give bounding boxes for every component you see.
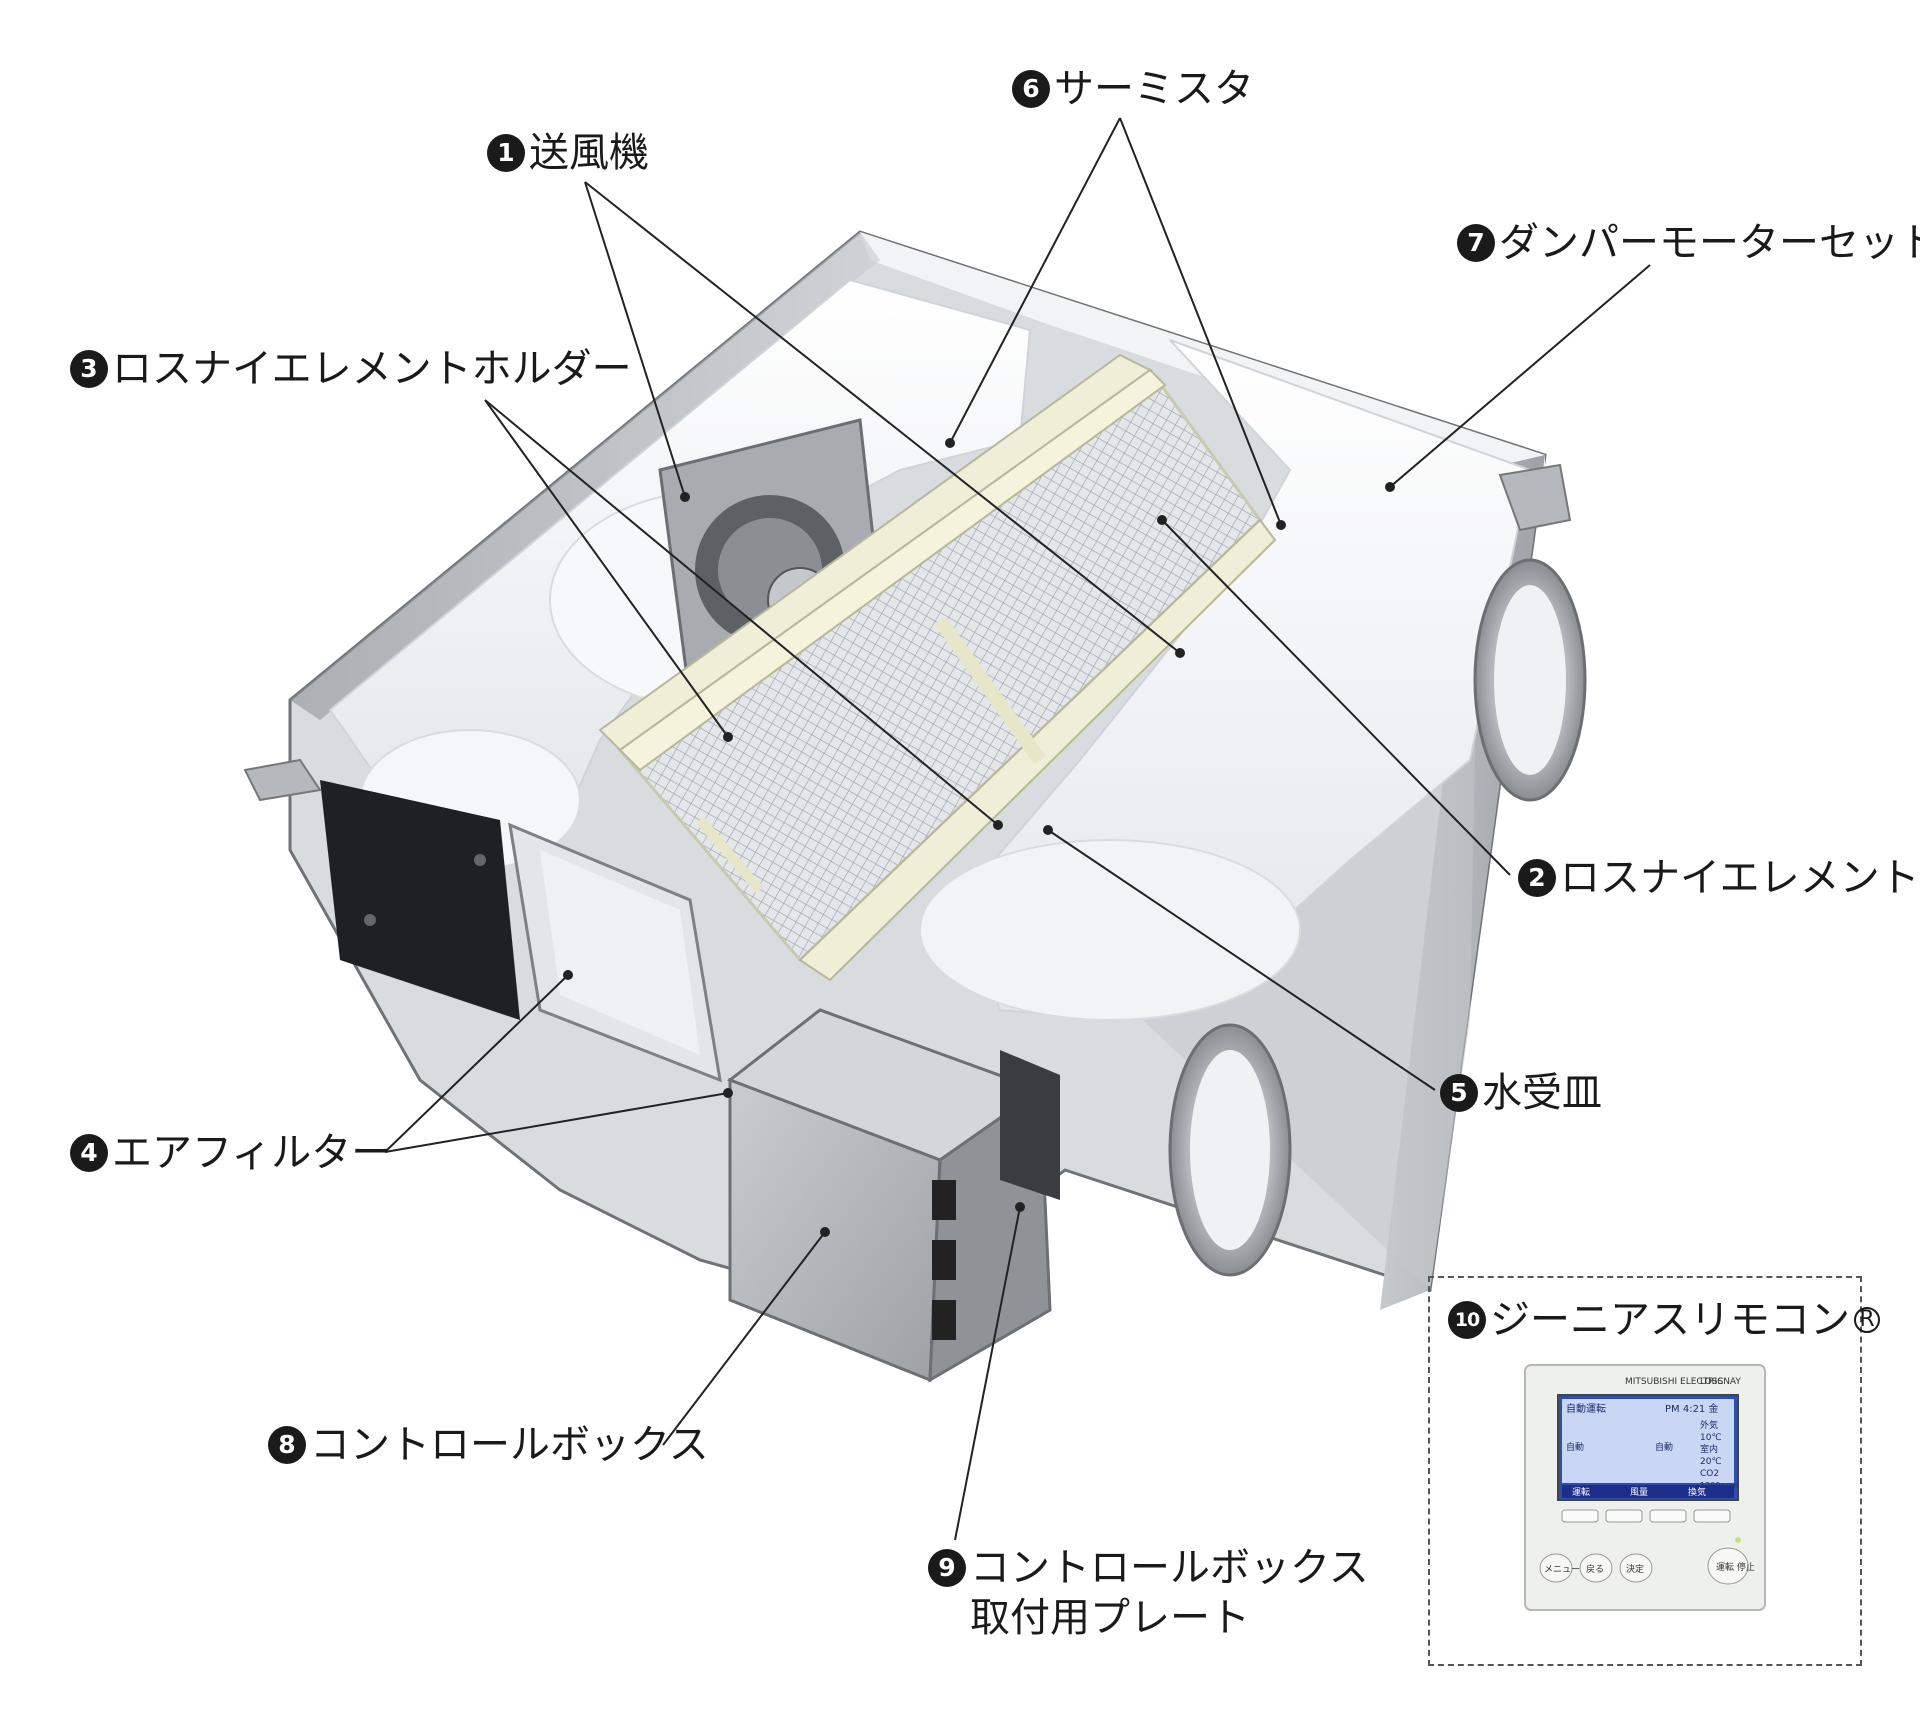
remote-button-back: 戻る <box>1586 1563 1604 1575</box>
part-number-7: 7 <box>1457 224 1495 262</box>
part-number-1: 1 <box>487 134 525 172</box>
leader-lines <box>384 117 1651 1541</box>
remote-button-power: 運転 停止 <box>1716 1561 1755 1573</box>
screen-auto-1: 自動 <box>1566 1441 1584 1453</box>
remote-logo: LOSSNAY <box>1700 1377 1741 1387</box>
part-number-9: 9 <box>928 1549 966 1587</box>
remote-brand: MITSUBISHI ELECTRIC <box>1625 1377 1723 1387</box>
part-label-3: 3 ロスナイエレメントホルダー <box>70 346 632 392</box>
part-label-5: 5 水受皿 <box>1440 1070 1602 1116</box>
part-name-thermistor: サーミスタ <box>1054 66 1254 112</box>
screen-room-temp: 20℃ <box>1700 1457 1722 1467</box>
remote-callout-frame <box>1428 1276 1862 1666</box>
remote-button-menu: メニュー <box>1544 1565 1580 1575</box>
screen-tab-2: 風量 <box>1630 1487 1648 1498</box>
part-label-2: 2 ロスナイエレメント <box>1518 855 1920 901</box>
part-name-blower: 送風機 <box>529 130 649 176</box>
part-name-drain-pan: 水受皿 <box>1482 1070 1602 1116</box>
remote-controller: MITSUBISHI ELECTRIC LOSSNAY 自動運転 PM 4:21… <box>1524 1364 1766 1611</box>
part-number-8: 8 <box>268 1426 306 1464</box>
part-name-genius-remote: ジーニアスリモコン <box>1490 1297 1850 1343</box>
side-access-panel <box>243 758 520 1020</box>
leader-dots <box>563 438 1395 1237</box>
part-name-control-box-2: コントロールボックス <box>970 1545 1369 1591</box>
part-label-10: 10 ジーニアスリモコン R <box>1448 1297 1880 1343</box>
part-number-4: 4 <box>70 1134 108 1172</box>
part-name-air-filter: エアフィルター <box>112 1130 392 1176</box>
part-name-mounting-plate: 取付用プレート <box>970 1595 1250 1641</box>
screen-mode: 自動運転 <box>1566 1402 1606 1415</box>
screen-co2-label: CO2 <box>1700 1469 1719 1479</box>
registered-mark-icon: R <box>1854 1307 1880 1333</box>
part-number-10: 10 <box>1448 1301 1486 1339</box>
screen-outside-label: 外気 <box>1700 1419 1718 1431</box>
screen-tab-3: 換気 <box>1688 1486 1706 1498</box>
screen-outside-temp: 10℃ <box>1700 1433 1722 1443</box>
air-filter <box>508 822 722 1083</box>
part-name-element-holder: ロスナイエレメントホルダー <box>112 346 632 392</box>
screen-auto-2: 自動 <box>1655 1441 1673 1453</box>
part-name-damper-motor-set: ダンパーモーターセット <box>1499 220 1920 266</box>
part-label-8: 8 コントロールボックス <box>268 1422 709 1468</box>
part-name-lossnay-element: ロスナイエレメント <box>1560 855 1920 901</box>
part-number-2: 2 <box>1518 859 1556 897</box>
screen-tab-1: 運転 <box>1572 1487 1590 1498</box>
part-label-9: 9 コントロールボックス <box>928 1545 1369 1591</box>
part-number-6: 6 <box>1012 70 1050 108</box>
part-label-4: 4 エアフィルター <box>70 1130 391 1176</box>
part-label-1: 1 送風機 <box>487 130 649 176</box>
part-number-5: 5 <box>1440 1074 1478 1112</box>
control-box <box>726 1008 1060 1383</box>
screen-time: PM 4:21 金 <box>1665 1402 1718 1415</box>
screen-room-label: 室内 <box>1700 1443 1718 1455</box>
part-label-7: 7 ダンパーモーターセット <box>1457 220 1920 266</box>
part-number-3: 3 <box>70 350 108 388</box>
part-label-6: 6 サーミスタ <box>1012 66 1254 112</box>
remote-button-enter: 決定 <box>1626 1563 1644 1575</box>
part-name-control-box: コントロールボックス <box>310 1422 709 1468</box>
duct-connectors <box>1168 463 1587 1277</box>
